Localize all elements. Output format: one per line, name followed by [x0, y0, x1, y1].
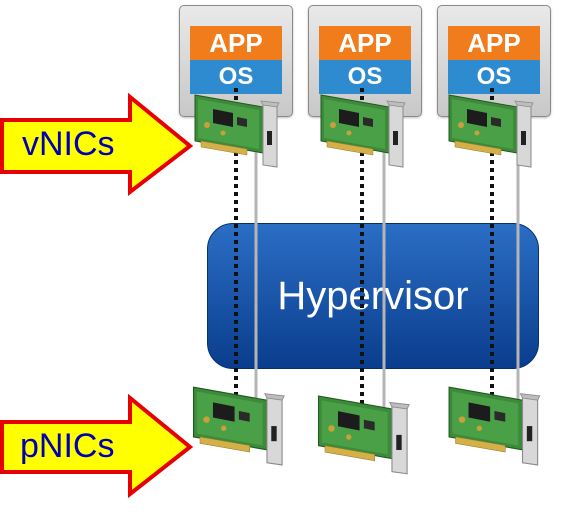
pnics-arrow	[0, 393, 194, 499]
pnics-label: pNICs	[20, 427, 115, 465]
app-layer: APP	[190, 26, 282, 60]
vnics-label: vNICs	[22, 125, 115, 163]
vnic-card-3	[448, 94, 534, 168]
pnic-card-1	[192, 386, 285, 466]
vnic-card-2	[320, 94, 406, 168]
vm-2: APP OS	[308, 5, 422, 117]
solid-connections	[254, 150, 520, 430]
pnic-card-2	[317, 395, 410, 475]
app-layer: APP	[448, 26, 540, 60]
vnics-arrow	[0, 92, 194, 197]
pnic-card-3	[448, 386, 541, 466]
vnic-card-1	[194, 94, 280, 168]
vm-1: APP OS	[179, 5, 293, 117]
app-layer: APP	[319, 26, 411, 60]
os-layer: OS	[319, 60, 411, 94]
hypervisor-box: Hypervisor	[207, 223, 539, 369]
